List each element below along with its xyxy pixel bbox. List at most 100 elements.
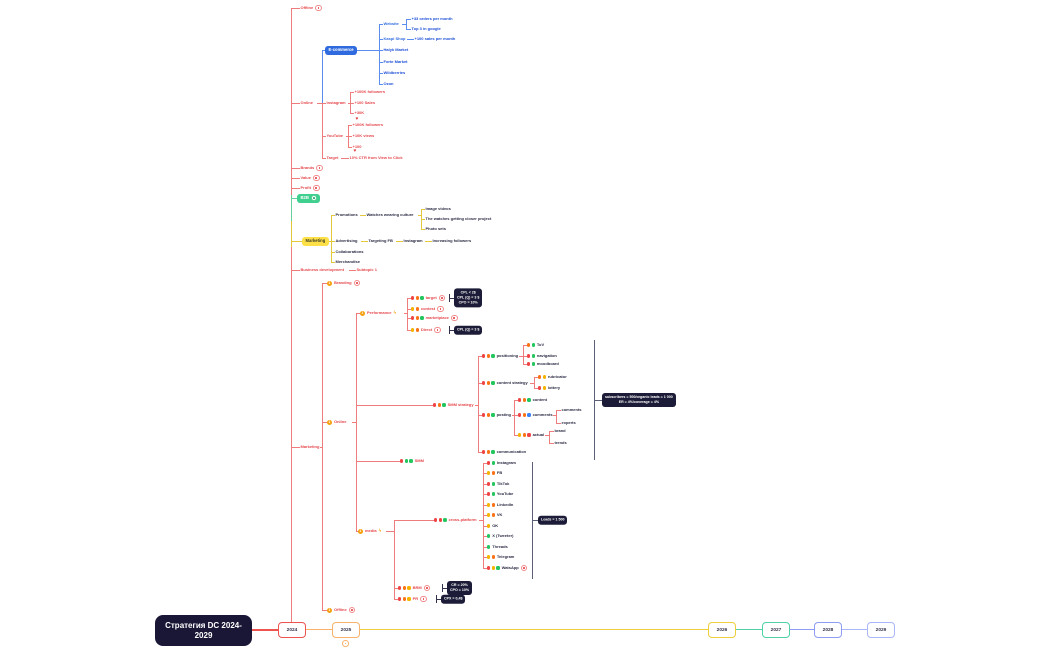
kaspi-shop[interactable]: Kaspi Shop bbox=[383, 36, 407, 43]
website[interactable]: Website bbox=[383, 21, 400, 28]
promotions[interactable]: Promotions bbox=[335, 212, 359, 219]
experts[interactable]: experts bbox=[561, 420, 577, 427]
pf-ok[interactable]: OK bbox=[487, 523, 499, 530]
ig-30k[interactable]: +30K bbox=[354, 110, 365, 117]
ig-sales[interactable]: +100 Sales bbox=[354, 100, 376, 107]
business-development[interactable]: Business development bbox=[300, 267, 345, 274]
summary-leads[interactable]: Leads = 1 500 bbox=[538, 515, 568, 525]
content-strategy[interactable]: content strategy bbox=[482, 380, 529, 387]
subtopic-1[interactable]: Subtopic 1 bbox=[356, 267, 378, 274]
year-2024[interactable]: 2024 bbox=[278, 622, 306, 638]
website-google[interactable]: Top 3 in google bbox=[411, 26, 442, 33]
pf-tiktok[interactable]: TikTok bbox=[487, 481, 510, 488]
ig-heart[interactable]: ♥ bbox=[355, 117, 359, 124]
yt-views[interactable]: +10K views bbox=[352, 133, 375, 140]
pf-threads[interactable]: Threads bbox=[487, 544, 509, 551]
youtube-top[interactable]: YouTube bbox=[326, 133, 344, 140]
posting[interactable]: posting bbox=[482, 412, 512, 419]
instagram-top[interactable]: Instagram bbox=[326, 100, 347, 107]
positioning[interactable]: positioning bbox=[482, 353, 519, 360]
marker-dot-icon bbox=[486, 450, 490, 454]
perf-target[interactable]: target bbox=[411, 294, 446, 302]
target-ctr[interactable]: 10% CTR from View to Click bbox=[349, 155, 404, 162]
website-orders[interactable]: +33 orders per month bbox=[411, 16, 454, 23]
offline-top[interactable]: Offline bbox=[300, 4, 322, 12]
perf-direct[interactable]: Direct bbox=[411, 326, 441, 334]
year-2029[interactable]: 2029 bbox=[867, 622, 895, 638]
advertising[interactable]: Advertising bbox=[335, 238, 359, 245]
targeting-fb[interactable]: Targeting FB bbox=[368, 238, 394, 245]
communication[interactable]: communication bbox=[482, 449, 527, 456]
note-icon-2025[interactable] bbox=[342, 640, 349, 647]
smm-strategy[interactable]: SMM strategy bbox=[433, 402, 475, 409]
lottery[interactable]: lottery bbox=[538, 385, 561, 392]
perf-contest[interactable]: contest bbox=[411, 305, 444, 313]
target-top[interactable]: Target bbox=[326, 155, 339, 162]
merchandise[interactable]: Merchandise bbox=[335, 259, 361, 266]
navigation[interactable]: navigation bbox=[527, 353, 558, 360]
actual[interactable]: actual bbox=[518, 432, 545, 439]
year-2026[interactable]: 2026 bbox=[708, 622, 736, 638]
tov[interactable]: ToV bbox=[527, 342, 545, 349]
halyk-market[interactable]: Halyk Market bbox=[383, 47, 409, 54]
cross-platform[interactable]: cross-platform bbox=[434, 517, 478, 524]
marketing-main[interactable]: Marketing bbox=[300, 444, 320, 451]
metric-box-pr[interactable]: CPX = 0,4$ bbox=[441, 594, 466, 604]
collaborations[interactable]: Collaborations bbox=[335, 249, 365, 256]
yt-heart[interactable]: ♥ bbox=[353, 149, 357, 156]
brand[interactable]: brand bbox=[554, 428, 567, 435]
profit[interactable]: Profit bbox=[300, 184, 320, 192]
connector-line bbox=[483, 504, 487, 506]
comments-sub[interactable]: comments bbox=[561, 407, 583, 414]
metric-box-target[interactable]: CPL < 2$CPL (Q) = 3 $CPO = 10% bbox=[454, 288, 483, 308]
adv-instagram[interactable]: Instagram bbox=[403, 238, 424, 245]
year-2028[interactable]: 2028 bbox=[814, 622, 842, 638]
yt-followers[interactable]: +100K followers bbox=[352, 122, 384, 129]
metric-box-brm[interactable]: CR = 20%CPO = 10% bbox=[447, 581, 473, 595]
pr[interactable]: PR bbox=[398, 595, 427, 603]
brm[interactable]: BRM bbox=[398, 584, 431, 592]
value[interactable]: Value bbox=[300, 174, 320, 182]
pf-vk[interactable]: VK bbox=[487, 512, 503, 519]
metric-box-direct[interactable]: CPL (Q) = 3 $ bbox=[454, 325, 483, 335]
promo-photo-sets[interactable]: Photo sets bbox=[425, 226, 447, 233]
smm[interactable]: SMM bbox=[400, 458, 425, 465]
promo-closer-project[interactable]: The watches getting closer project bbox=[425, 216, 492, 223]
perf-marketplace[interactable]: marketplace bbox=[411, 314, 458, 322]
wildberries[interactable]: Wildberries bbox=[383, 70, 406, 77]
pf-linkedin[interactable]: LinkedIn bbox=[487, 502, 514, 509]
marketing-top[interactable]: Marketing bbox=[302, 236, 329, 246]
moodboard[interactable]: moodboard bbox=[527, 361, 560, 368]
ig-followers[interactable]: +100K followers bbox=[354, 89, 386, 96]
pf-youtube[interactable]: YouTube bbox=[487, 491, 514, 498]
kaspi-sales[interactable]: +100 sales per month bbox=[414, 36, 456, 43]
forte-market[interactable]: Forte Market bbox=[383, 59, 409, 66]
post-comments[interactable]: comments bbox=[518, 412, 554, 419]
online-top[interactable]: Online bbox=[300, 100, 314, 107]
ecommerce[interactable]: E-commerce bbox=[325, 45, 358, 55]
post-content[interactable]: content bbox=[518, 397, 548, 404]
yt-100[interactable]: +100 bbox=[352, 144, 363, 151]
pf-x-tweeter[interactable]: X (Tweeter) bbox=[487, 533, 514, 540]
pf-fb[interactable]: FB bbox=[487, 470, 503, 477]
trends[interactable]: trends bbox=[554, 440, 568, 447]
watches-culture[interactable]: Watches wearing culture bbox=[366, 212, 414, 219]
year-2025[interactable]: 2025 bbox=[332, 622, 360, 638]
promo-image-videos[interactable]: Image videos bbox=[425, 206, 452, 213]
root-topic[interactable]: Стратегия DC 2024-2029 bbox=[155, 615, 252, 646]
ozon[interactable]: Ozon bbox=[383, 81, 394, 88]
rubricator[interactable]: rubricator bbox=[538, 374, 568, 381]
pf-instagram[interactable]: Instagram bbox=[487, 460, 517, 467]
year-2027[interactable]: 2027 bbox=[762, 622, 790, 638]
increasing-followers[interactable]: Increasing followers bbox=[432, 238, 472, 245]
pf-telegram[interactable]: Telegram bbox=[487, 554, 515, 561]
pf-watsapp[interactable]: WatsApp bbox=[487, 564, 528, 572]
b2b[interactable]: B2B bbox=[297, 193, 321, 203]
brands[interactable]: Brands bbox=[300, 164, 323, 172]
